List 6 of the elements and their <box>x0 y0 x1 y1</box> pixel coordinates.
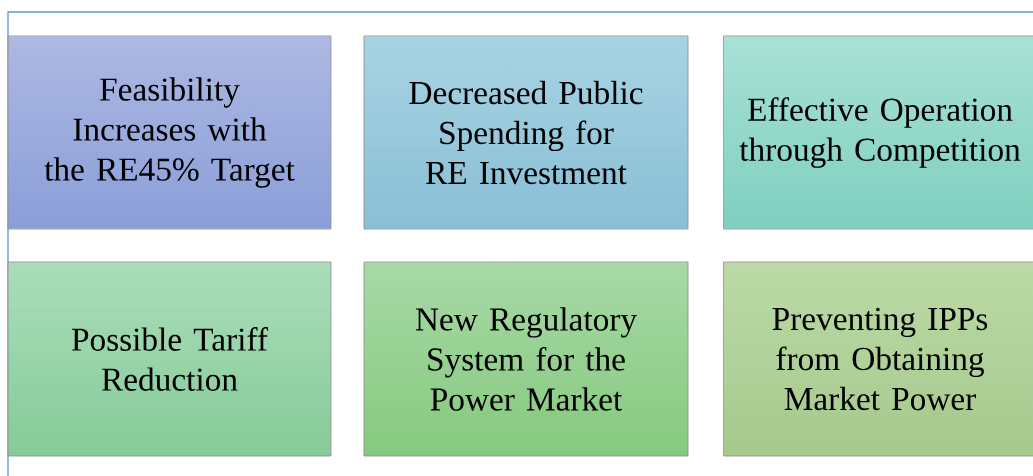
text-box: Effective Operation through Competition <box>723 35 1033 230</box>
text-box: Decreased Public Spending for RE Investment <box>363 35 689 230</box>
text-box: Feasibility Increases with the RE45% Target <box>7 35 332 230</box>
text-box: New Regulatory System for the Power Market <box>363 261 689 457</box>
text-box: Possible Tariff Reduction <box>7 261 332 457</box>
text-box: Preventing IPPs from Obtaining Market Power <box>723 261 1033 457</box>
